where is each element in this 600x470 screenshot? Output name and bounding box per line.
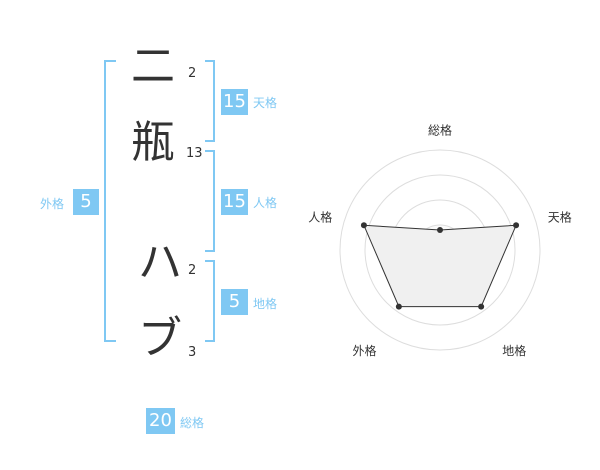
soukaku-label: 総格	[180, 416, 205, 430]
radar-point	[513, 222, 520, 229]
stroke-count-4: 3	[188, 345, 197, 360]
name-char-2: 瓶	[131, 117, 175, 168]
radar-axis-label: 地格	[502, 343, 526, 358]
chikaku-value: 5	[221, 289, 248, 315]
radar-ring	[364, 174, 516, 326]
radar-point	[360, 222, 367, 229]
jinkaku-value: 15	[221, 189, 248, 215]
soukaku-value: 20	[146, 408, 175, 434]
radar-axis-label: 外格	[353, 343, 377, 358]
radar-series-polygon	[363, 224, 517, 308]
gaikaku-bracket	[104, 60, 116, 342]
jinkaku-label: 人格	[253, 196, 278, 210]
radar-ring	[339, 149, 541, 351]
tenkaku-label: 天格	[253, 96, 278, 110]
radar-point	[478, 303, 485, 310]
radar-axis-label: 人格	[308, 209, 332, 224]
jinkaku-bracket	[205, 150, 215, 252]
radar-axis-label: 天格	[548, 209, 572, 224]
stroke-count-1: 2	[188, 66, 197, 81]
name-char-4: ブ	[138, 313, 182, 364]
tenkaku-value: 15	[221, 89, 248, 115]
radar-point	[437, 227, 443, 233]
name-char-1: 二	[131, 41, 175, 92]
chikaku-bracket	[205, 260, 215, 342]
name-char-3: ハ	[138, 237, 182, 288]
radar-axis-label: 総格	[428, 122, 452, 137]
radar-point	[395, 303, 402, 310]
gaikaku-value: 5	[73, 189, 99, 215]
stroke-count-3: 2	[188, 263, 197, 278]
chikaku-label: 地格	[253, 297, 278, 311]
stroke-count-2: 13	[186, 146, 203, 161]
gaikaku-label: 外格	[40, 197, 65, 211]
tenkaku-bracket	[205, 60, 215, 142]
